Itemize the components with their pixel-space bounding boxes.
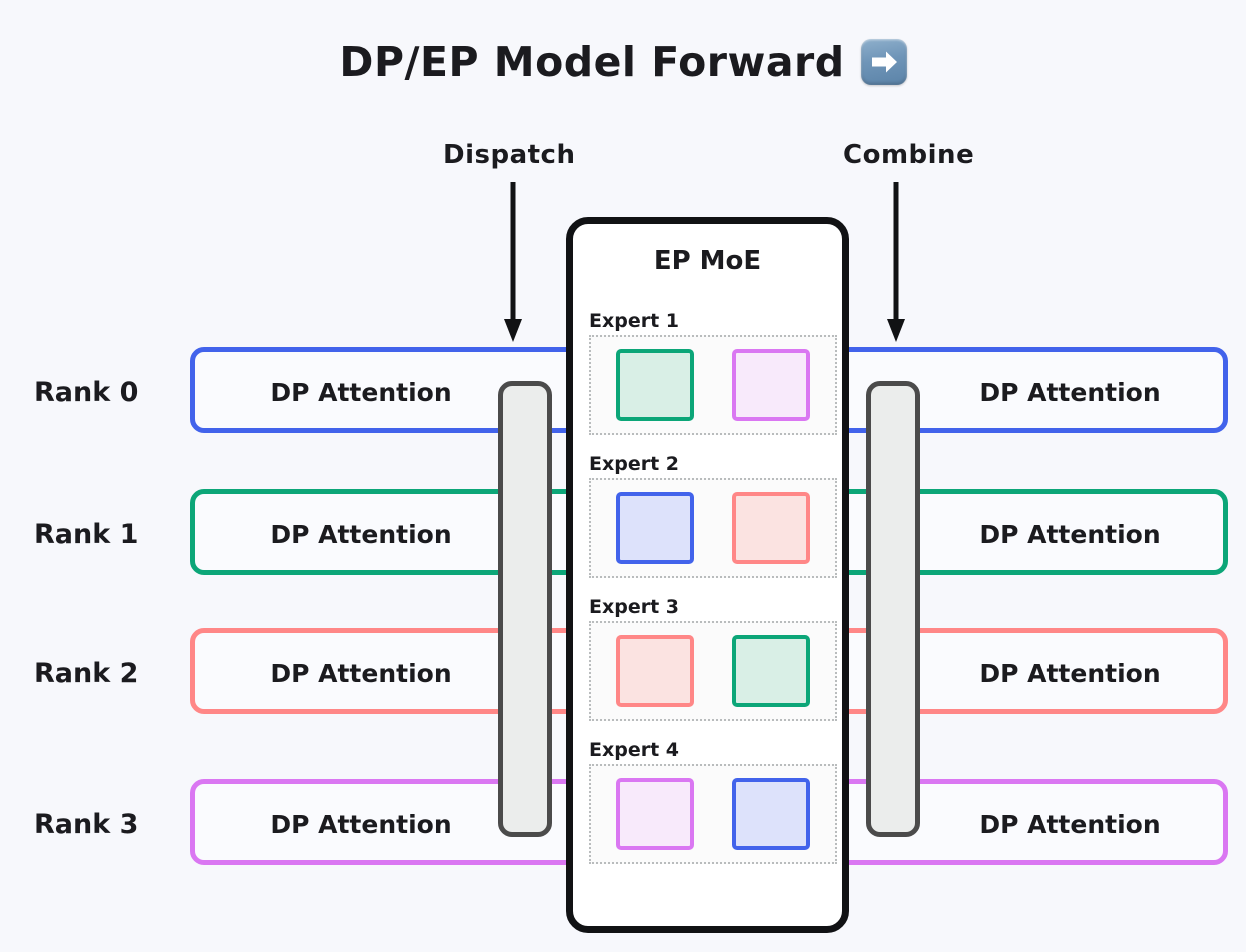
token-square	[616, 777, 694, 850]
token-square	[616, 634, 694, 707]
dp-attention-label: DP Attention	[270, 810, 452, 839]
dp-attention-label: DP Attention	[270, 378, 452, 407]
rank-label: Rank 3	[34, 809, 139, 840]
right-arrow-emoji	[860, 39, 907, 85]
page-title: DP/EP Model Forward	[0, 38, 1246, 86]
expert-token-slot	[589, 334, 837, 435]
expert-label: Expert 2	[589, 453, 680, 475]
expert-token-slot	[589, 620, 837, 721]
token-square	[732, 777, 810, 850]
dp-attention-label: DP Attention	[979, 520, 1161, 549]
ep-moe-title: EP MoE	[653, 246, 762, 276]
ep-moe-panel: EP MoE Expert 1 Expert 2 Expert 3 Expert	[566, 217, 849, 933]
expert-label: Expert 3	[589, 596, 680, 618]
dp-attention-label: DP Attention	[979, 378, 1161, 407]
combine-comm-bar	[866, 381, 920, 837]
dispatch-label: Dispatch	[443, 140, 576, 170]
token-square	[732, 348, 810, 421]
page-title-text: DP/EP Model Forward	[339, 38, 845, 86]
token-square	[732, 634, 810, 707]
token-square	[732, 491, 810, 564]
expert-label: Expert 4	[589, 739, 680, 761]
expert-block: Expert 3	[589, 596, 837, 721]
dp-attention-label: DP Attention	[979, 810, 1161, 839]
dispatch-comm-bar	[498, 381, 552, 837]
expert-block: Expert 4	[589, 739, 837, 864]
expert-token-slot	[589, 477, 837, 578]
token-square	[616, 491, 694, 564]
combine-arrow-icon	[887, 182, 905, 342]
dp-attention-label: DP Attention	[270, 520, 452, 549]
expert-block: Expert 2	[589, 453, 837, 578]
dp-attention-label: DP Attention	[979, 659, 1161, 688]
dispatch-arrow-icon	[504, 182, 522, 342]
dp-attention-label: DP Attention	[270, 659, 452, 688]
rank-label: Rank 2	[34, 658, 139, 689]
expert-token-slot	[589, 763, 837, 864]
rank-label: Rank 1	[34, 519, 139, 550]
token-square	[616, 348, 694, 421]
combine-label: Combine	[843, 140, 975, 170]
rank-label: Rank 0	[34, 377, 139, 408]
expert-label: Expert 1	[589, 310, 680, 332]
expert-block: Expert 1	[589, 310, 837, 435]
